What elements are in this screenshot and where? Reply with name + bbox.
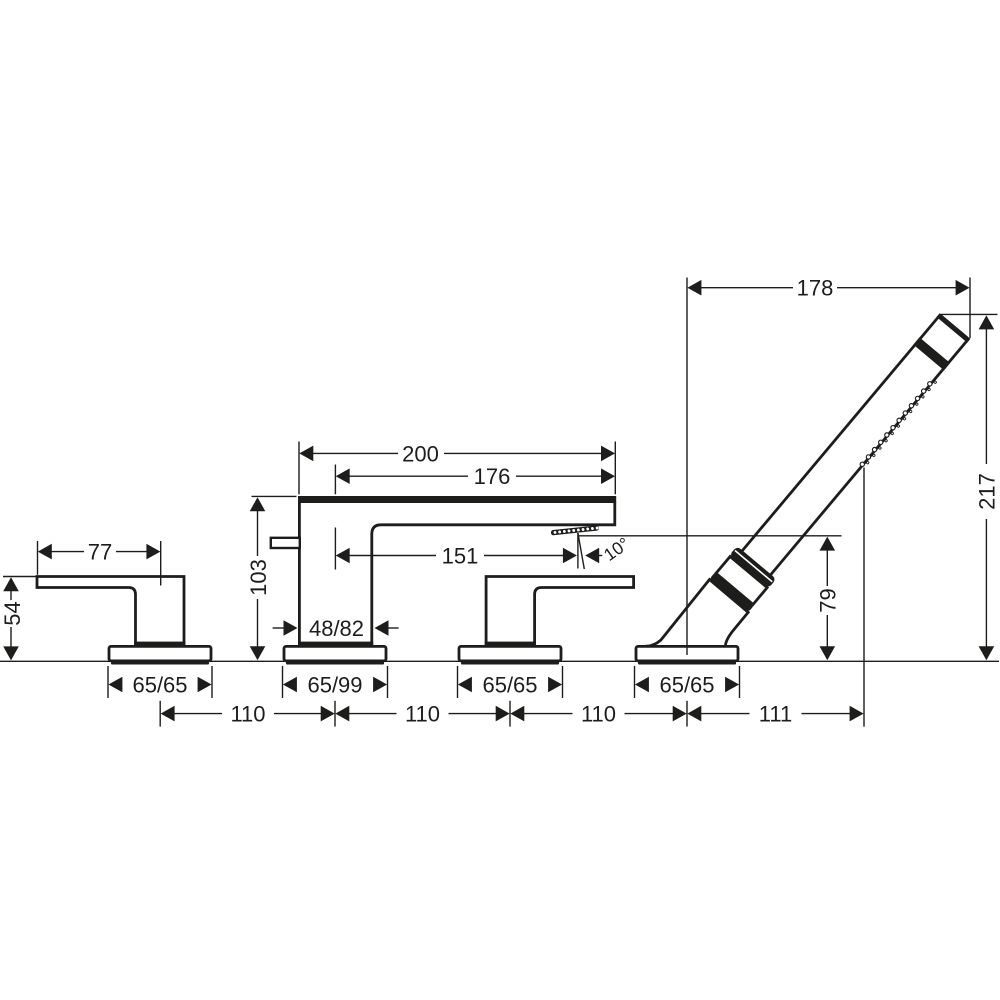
svg-text:200: 200 — [402, 441, 439, 466]
svg-text:65/65: 65/65 — [132, 673, 187, 698]
svg-text:178: 178 — [797, 276, 834, 301]
svg-text:151: 151 — [442, 544, 479, 569]
svg-text:110: 110 — [581, 702, 616, 727]
svg-text:65/65: 65/65 — [659, 673, 714, 698]
svg-text:65/65: 65/65 — [482, 673, 537, 698]
svg-text:79: 79 — [815, 588, 840, 612]
svg-text:103: 103 — [246, 559, 271, 596]
svg-text:176: 176 — [474, 464, 511, 489]
svg-text:65/99: 65/99 — [307, 673, 362, 698]
svg-text:111: 111 — [759, 702, 792, 727]
svg-text:217: 217 — [974, 473, 999, 510]
svg-text:48/82: 48/82 — [309, 616, 364, 641]
svg-text:110: 110 — [405, 702, 440, 727]
svg-text:54: 54 — [0, 601, 25, 625]
svg-text:110: 110 — [230, 702, 265, 727]
svg-text:77: 77 — [88, 540, 112, 565]
